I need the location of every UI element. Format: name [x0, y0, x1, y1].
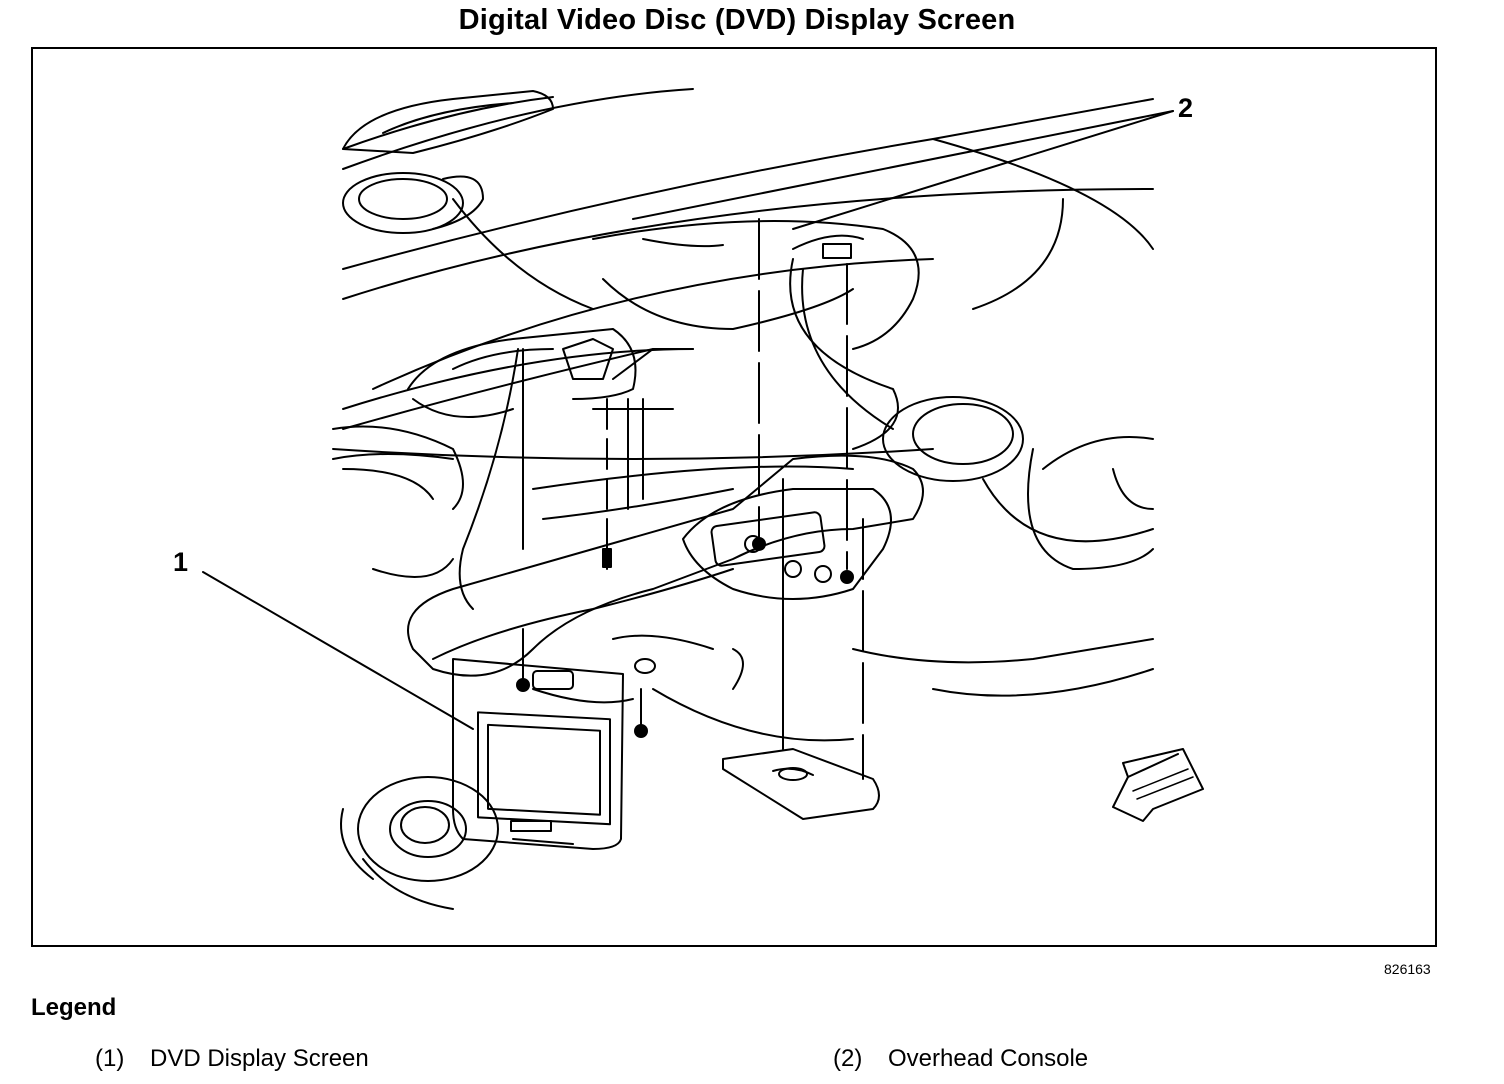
- legend-item-number: (2): [833, 1045, 863, 1072]
- legend-item-dvd-display-screen: (1) DVD Display Screen: [95, 1045, 369, 1073]
- callout-1-label: 1: [173, 547, 188, 577]
- front-dome-lamps: [342, 90, 554, 234]
- screw-guide-lines: [522, 218, 864, 780]
- legend-item-label: DVD Display Screen: [150, 1045, 369, 1072]
- rear-speaker: [340, 776, 499, 910]
- access-cover-panel: [722, 748, 880, 820]
- callout-leaders: [202, 110, 1174, 730]
- legend-item-label: Overhead Console: [888, 1045, 1089, 1072]
- diagram-title: Digital Video Disc (DVD) Display Screen: [458, 4, 1016, 36]
- overhead-console-shape: [332, 220, 934, 520]
- diagram-frame: 1 2: [31, 47, 1437, 947]
- legend-item-number: (1): [95, 1045, 125, 1072]
- exploded-view-illustration: 1 2: [173, 88, 1204, 910]
- dvd-display-screen: [452, 658, 624, 850]
- legend-heading: Legend: [31, 994, 117, 1021]
- rear-roof-detail: [332, 396, 1154, 697]
- figure-id: 826163: [1384, 961, 1431, 977]
- fasteners: [516, 537, 854, 738]
- forward-direction-arrow: [1112, 748, 1204, 822]
- wiring-harness: [458, 258, 899, 610]
- legend-item-overhead-console: (2) Overhead Console: [833, 1045, 1088, 1073]
- dvd-bracket: [407, 454, 924, 742]
- callout-2-label: 2: [1178, 93, 1193, 123]
